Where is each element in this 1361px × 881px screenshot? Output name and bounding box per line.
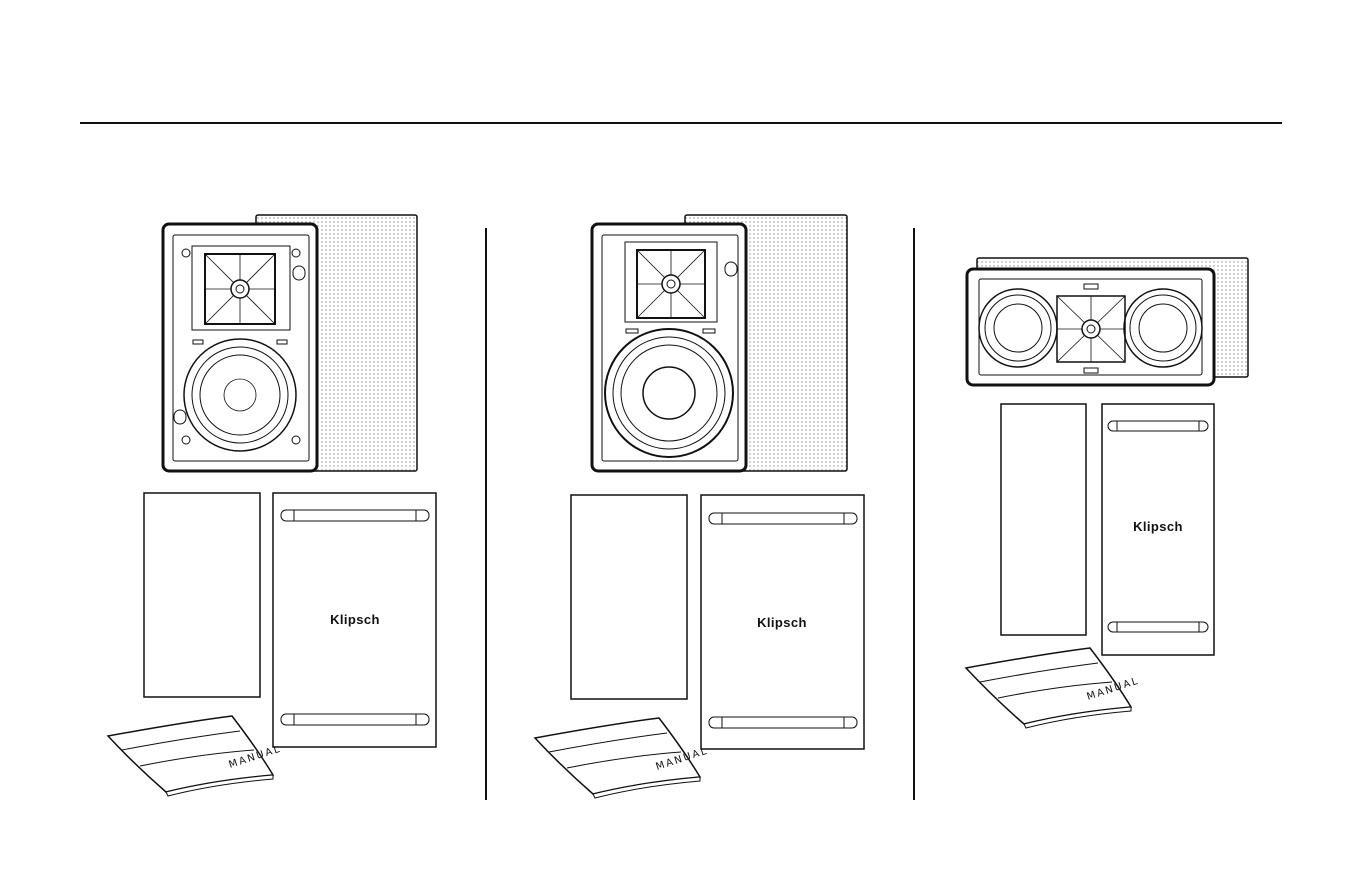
brand-logo: Klipsch [757,615,807,630]
paint-shield [1001,404,1086,635]
kit-2: Klipsch MANUAL [535,215,864,798]
in-wall-speaker [163,224,317,471]
cutout-template: Klipsch [1102,404,1214,655]
cutout-template: Klipsch [701,495,864,749]
owners-manual: MANUAL [966,648,1141,728]
owners-manual: MANUAL [535,718,710,798]
paint-shield [144,493,260,697]
center-channel-speaker [967,269,1214,385]
owners-manual: MANUAL [108,716,283,796]
in-wall-speaker [592,224,746,471]
cutout-template: Klipsch [273,493,436,747]
brand-logo: Klipsch [330,612,380,627]
kit-3: Klipsch MANUAL [966,258,1248,728]
brand-logo: Klipsch [1133,519,1183,534]
paint-shield [571,495,687,699]
kit-1: Klipsch MANUAL [108,215,436,796]
